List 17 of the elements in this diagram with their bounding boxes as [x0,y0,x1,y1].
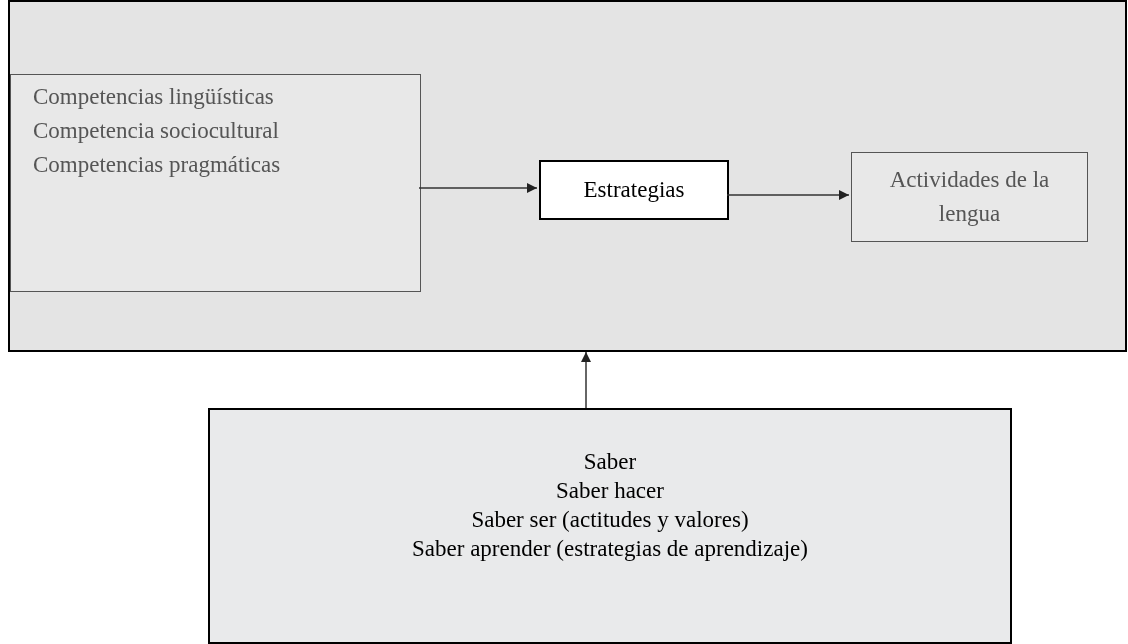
box-text: Competencias pragmáticas [33,151,281,179]
knowledge-box [208,408,1012,644]
process-box [539,160,729,220]
panel-background [8,0,1127,352]
box-text: Saber ser (actitudes y valores) [471,506,749,534]
box-text: Estrategias [583,175,685,204]
box-text: Saber [583,448,637,476]
box-text: Saber aprender (estrategias de aprendizaje) [412,535,808,563]
box-text: Competencia sociocultural [33,117,279,145]
competence-box [10,74,421,292]
box-text: Competencias lingüísticas [33,83,274,111]
arrow [418,183,538,193]
box-text: Saber hacer [556,477,664,505]
activity-box [851,152,1088,242]
box-text: Actividades de la lengua [888,166,1051,228]
arrow [581,351,591,409]
arrow [726,190,850,200]
